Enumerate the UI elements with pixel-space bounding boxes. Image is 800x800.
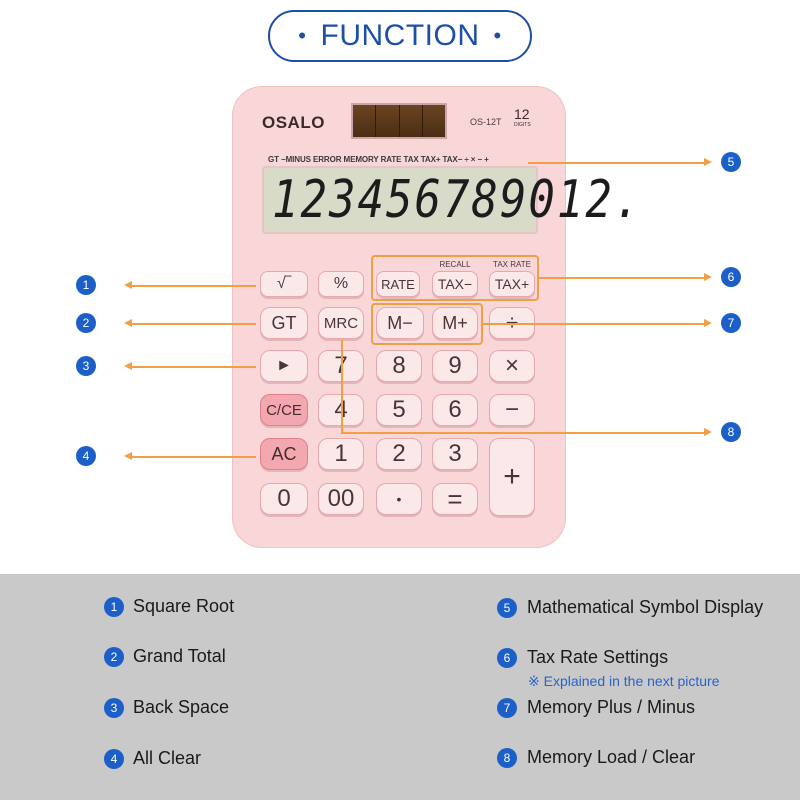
legend-badge-4: 4 <box>104 749 124 769</box>
tax-plus-key[interactable]: TAX+ <box>489 271 535 297</box>
badge-7: 7 <box>721 313 741 333</box>
gt-key[interactable]: GT <box>260 307 308 339</box>
legend-label-7: Memory Plus / Minus <box>527 697 696 717</box>
legend-badge-8: 8 <box>497 748 517 768</box>
badge-1: 1 <box>76 275 96 295</box>
display-indicators: GT −MINUS ERROR MEMORY RATE TAX TAX+ TAX… <box>268 155 489 164</box>
legend-note: ※ Explained in the next picture <box>528 673 720 689</box>
tax-rate-caption-text: TAX RATE <box>493 260 531 269</box>
legend-badge-5: 5 <box>497 598 517 618</box>
badge-3: 3 <box>76 356 96 376</box>
title-dot-right: • <box>493 23 502 48</box>
key-5[interactable]: 5 <box>376 394 422 426</box>
leader-line-4 <box>130 456 256 458</box>
c-ce-key[interactable]: C/CE <box>260 394 308 426</box>
title-dot-left: • <box>298 23 307 48</box>
plus-key[interactable]: + <box>489 438 535 516</box>
digits-count: 12 <box>514 106 530 122</box>
leader-line-8 <box>341 432 706 434</box>
equals-key[interactable]: = <box>432 483 478 515</box>
page-title: FUNCTION <box>320 19 480 52</box>
leader-line-5 <box>528 162 706 164</box>
legend-badge-3: 3 <box>104 698 124 718</box>
leader-arrow-4 <box>124 452 132 460</box>
key-3[interactable]: 3 <box>432 438 478 470</box>
badge-2: 2 <box>76 313 96 333</box>
leader-line-1 <box>130 285 256 287</box>
leader-arrow-5 <box>704 158 712 166</box>
tax-minus-key[interactable]: TAX− <box>432 271 478 297</box>
key-8[interactable]: 8 <box>376 350 422 382</box>
leader-line-2 <box>130 323 256 325</box>
backspace-key[interactable]: ► <box>260 350 308 382</box>
key-2[interactable]: 2 <box>376 438 422 470</box>
legend-badge-6: 6 <box>497 648 517 668</box>
percent-key[interactable]: % <box>318 271 364 297</box>
legend-label-1: Square Root <box>133 596 235 616</box>
legend-badge-7: 7 <box>497 698 517 718</box>
leader-arrow-7 <box>704 319 712 327</box>
key-9[interactable]: 9 <box>432 350 478 382</box>
solar-panel <box>351 103 447 139</box>
leader-line-7 <box>483 323 706 325</box>
tax-rate-caption: TAX RATE <box>488 260 536 269</box>
legend-label-8: Memory Load / Clear <box>527 747 696 767</box>
mrc-key[interactable]: MRC <box>318 307 364 339</box>
badge-8: 8 <box>721 422 741 442</box>
legend-label-6: Tax Rate Settings <box>527 647 669 667</box>
m-minus-key[interactable]: M− <box>376 307 424 339</box>
digits-label: DIGITS <box>514 122 531 128</box>
key-0[interactable]: 0 <box>260 483 308 515</box>
memory-keys-highlight <box>371 303 483 345</box>
leader-arrow-6 <box>704 273 712 281</box>
rate-key[interactable]: RATE <box>376 271 420 297</box>
badge-4: 4 <box>76 446 96 466</box>
legend-label-4: All Clear <box>133 748 202 768</box>
legend-panel <box>0 574 800 800</box>
leader-arrow-8 <box>704 428 712 436</box>
legend-badge-2: 2 <box>104 647 124 667</box>
key-6[interactable]: 6 <box>432 394 478 426</box>
leader-line-3 <box>130 366 256 368</box>
leader-arrow-1 <box>124 281 132 289</box>
recall-caption: RECALL <box>432 260 478 269</box>
m-plus-key[interactable]: M+ <box>432 307 478 339</box>
multiply-key[interactable]: × <box>489 350 535 382</box>
leader-line-8-vertical <box>341 340 343 433</box>
leader-line-6 <box>539 277 706 279</box>
legend-badge-1: 1 <box>104 597 124 617</box>
badge-5: 5 <box>721 152 741 172</box>
recall-caption-text: RECALL <box>439 260 471 269</box>
lcd-display <box>262 166 538 234</box>
display-number: 123456789012. <box>272 170 643 231</box>
minus-key[interactable]: − <box>489 394 535 426</box>
sqrt-key[interactable]: √‾ <box>260 271 308 297</box>
model-number: OS-12T <box>470 117 502 127</box>
title-pill: • FUNCTION • <box>268 10 532 62</box>
brand-logo: OSALO <box>262 113 325 132</box>
badge-6: 6 <box>721 267 741 287</box>
key-1[interactable]: 1 <box>318 438 364 470</box>
key-00[interactable]: 00 <box>318 483 364 515</box>
ac-key[interactable]: AC <box>260 438 308 470</box>
legend-label-5: Mathematical Symbol Display <box>527 597 764 617</box>
tax-keys-highlight <box>371 255 539 301</box>
legend-label-3: Back Space <box>133 697 230 717</box>
leader-arrow-3 <box>124 362 132 370</box>
leader-arrow-2 <box>124 319 132 327</box>
legend-label-2: Grand Total <box>133 646 226 666</box>
decimal-key[interactable]: • <box>376 483 422 515</box>
